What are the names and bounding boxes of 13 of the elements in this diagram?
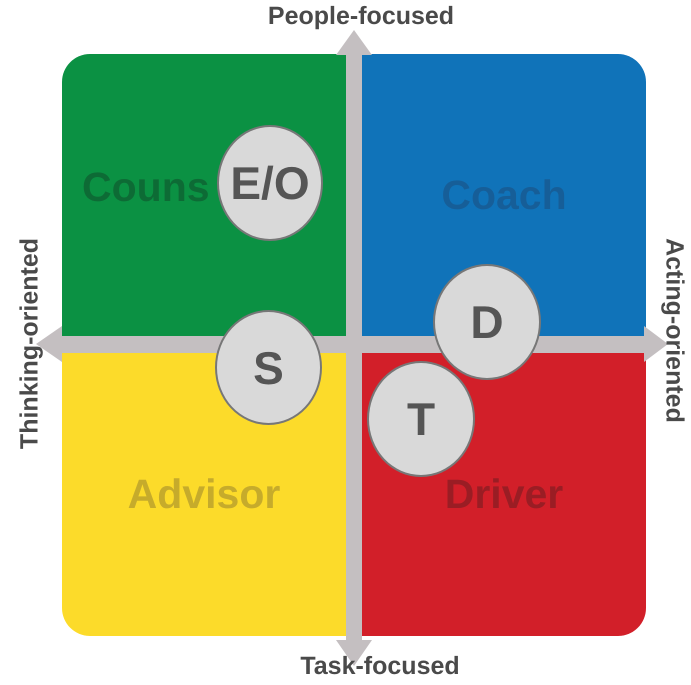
axis-label: Acting-oriented bbox=[662, 237, 686, 425]
axis-label: Task-focused bbox=[299, 654, 461, 679]
axis-label: Thinking-oriented bbox=[18, 236, 42, 452]
quadrant bbox=[62, 353, 346, 636]
letter: T bbox=[406, 396, 436, 442]
letter: D bbox=[470, 299, 504, 345]
quadrant bbox=[362, 353, 646, 636]
quadrant-label: Driver bbox=[444, 474, 564, 515]
quadrant bbox=[62, 54, 346, 336]
letter: S bbox=[253, 344, 284, 390]
axis-label: People-focused bbox=[266, 4, 456, 29]
quadrant bbox=[362, 54, 646, 336]
letter: E/O bbox=[230, 160, 310, 206]
